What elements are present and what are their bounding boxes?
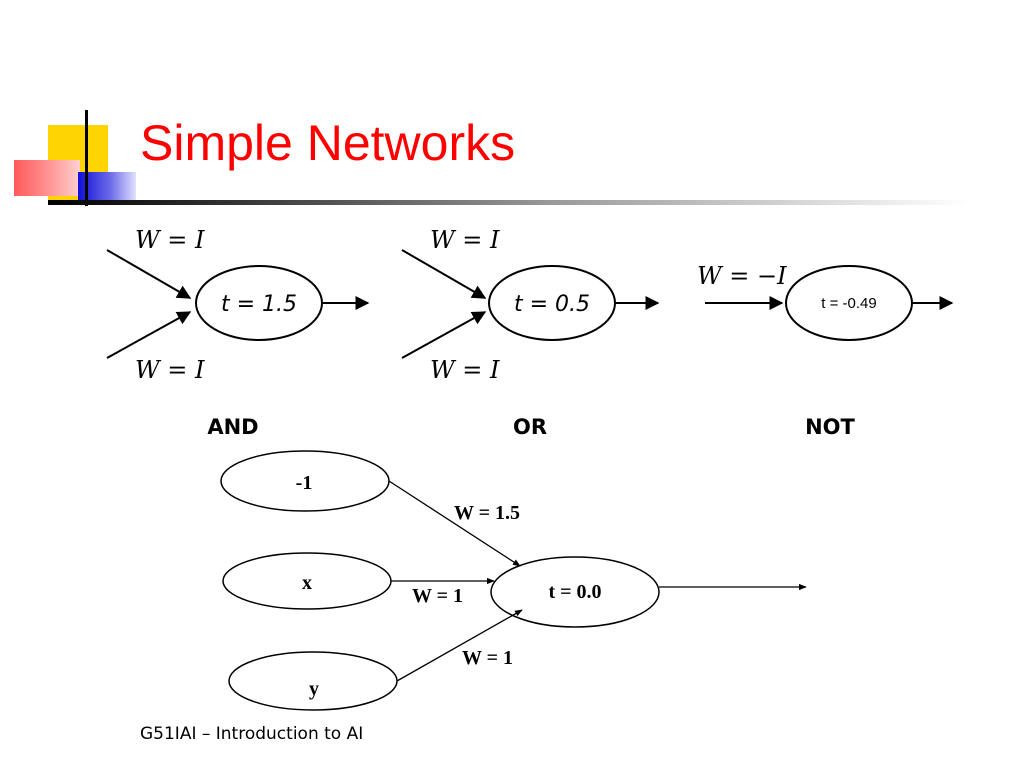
or-input-arrow-top [401, 249, 487, 299]
slide-footer: G51IAI – Introduction to AI [140, 724, 364, 744]
not-label: NOT [805, 415, 855, 439]
decor-red-bar [14, 160, 80, 196]
slide-title: Simple Networks [140, 115, 516, 171]
input-node-x-label: x [302, 572, 312, 594]
and-threshold: t = 1.5 [221, 292, 297, 317]
not-gate: W = −I t = -0.49 NOT [697, 262, 954, 439]
weight-label-y: W = 1 [462, 647, 513, 669]
weight-label-bias: W = 1.5 [454, 502, 520, 524]
output-node-label: t = 0.0 [548, 581, 601, 603]
edge-y-to-output [396, 609, 523, 682]
or-threshold: t = 0.5 [514, 292, 590, 317]
title-underline [48, 200, 968, 205]
or-weight-top: W = I [430, 226, 500, 254]
and-weight-top: W = I [135, 226, 205, 254]
and-label: AND [207, 415, 258, 439]
and-gate: W = I W = I t = 1.5 AND [106, 226, 370, 439]
output-node [490, 556, 660, 628]
and-weight-bottom: W = I [135, 356, 205, 384]
and-input-arrow-bottom [106, 311, 192, 359]
not-threshold: t = -0.49 [821, 295, 876, 312]
decor-vertical-line [85, 110, 88, 206]
input-node-y-label: y [309, 678, 319, 700]
or-gate: W = I W = I t = 0.5 OR [401, 226, 660, 439]
network: -1 x y t = 0.0 W = 1.5 W = 1 W = 1 [220, 450, 807, 711]
or-label: OR [513, 415, 547, 439]
or-weight-bottom: W = I [430, 356, 500, 384]
or-input-arrow-bottom [401, 311, 487, 359]
edge-bias-to-output [388, 480, 521, 567]
weight-label-x: W = 1 [412, 585, 463, 607]
and-input-arrow-top [106, 249, 192, 299]
not-weight: W = −I [697, 262, 787, 290]
input-node-bias-label: -1 [296, 472, 313, 494]
